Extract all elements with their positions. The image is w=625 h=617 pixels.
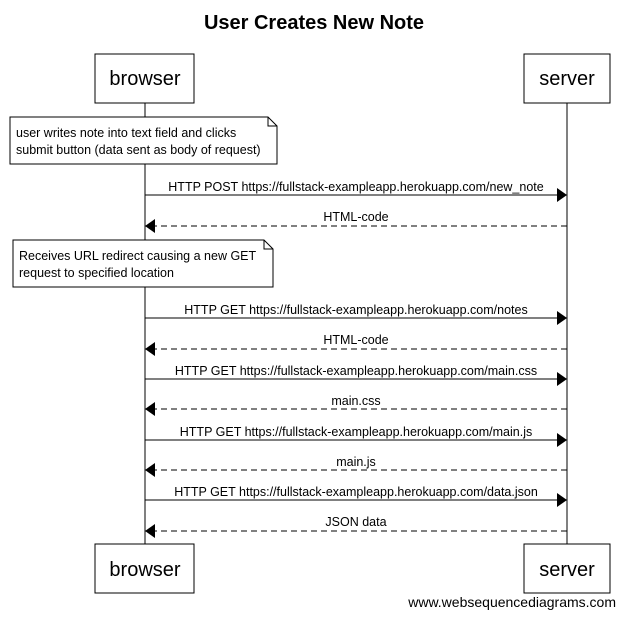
message-label: JSON data [325,515,386,529]
server-actor-bottom: server [523,543,611,594]
message-2: HTML-code [145,210,567,233]
message-6: main.css [145,394,567,416]
message-label: HTTP GET https://fullstack-exampleapp.he… [180,425,532,439]
server-actor-label: server [539,68,595,90]
message-label: HTTP POST https://fullstack-exampleapp.h… [168,180,543,194]
note-1: user writes note into text field and cli… [9,116,278,165]
message-3: HTTP GET https://fullstack-exampleapp.he… [145,303,567,325]
server-actor-top: server [523,53,611,104]
message-label: HTTP GET https://fullstack-exampleapp.he… [175,364,537,378]
message-4: HTML-code [145,333,567,356]
message-10: JSON data [145,515,567,538]
browser-actor-label: browser [109,559,180,581]
message-label: main.css [331,394,380,408]
diagram-title: User Creates New Note [204,12,424,34]
note-2: Receives URL redirect causing a new GET … [12,239,274,288]
browser-actor-bottom: browser [94,543,195,594]
note-2-line-1: Receives URL redirect causing a new GET [19,249,256,263]
note-1-line-2: submit button (data sent as body of requ… [16,143,261,157]
message-label: HTML-code [323,210,388,224]
message-label: HTTP GET https://fullstack-exampleapp.he… [174,485,538,499]
server-actor-label: server [539,559,595,581]
message-5: HTTP GET https://fullstack-exampleapp.he… [145,364,567,386]
message-1: HTTP POST https://fullstack-exampleapp.h… [145,180,567,202]
note-2-line-2: request to specified location [19,266,174,280]
watermark: www.websequencediagrams.com [407,594,616,610]
message-9: HTTP GET https://fullstack-exampleapp.he… [145,485,567,507]
note-1-line-1: user writes note into text field and cli… [16,126,236,140]
browser-actor-top: browser [94,53,195,104]
browser-actor-label: browser [109,68,180,90]
message-label: main.js [336,455,376,469]
message-label: HTML-code [323,333,388,347]
message-label: HTTP GET https://fullstack-exampleapp.he… [184,303,527,317]
message-7: HTTP GET https://fullstack-exampleapp.he… [145,425,567,447]
message-8: main.js [145,455,567,477]
